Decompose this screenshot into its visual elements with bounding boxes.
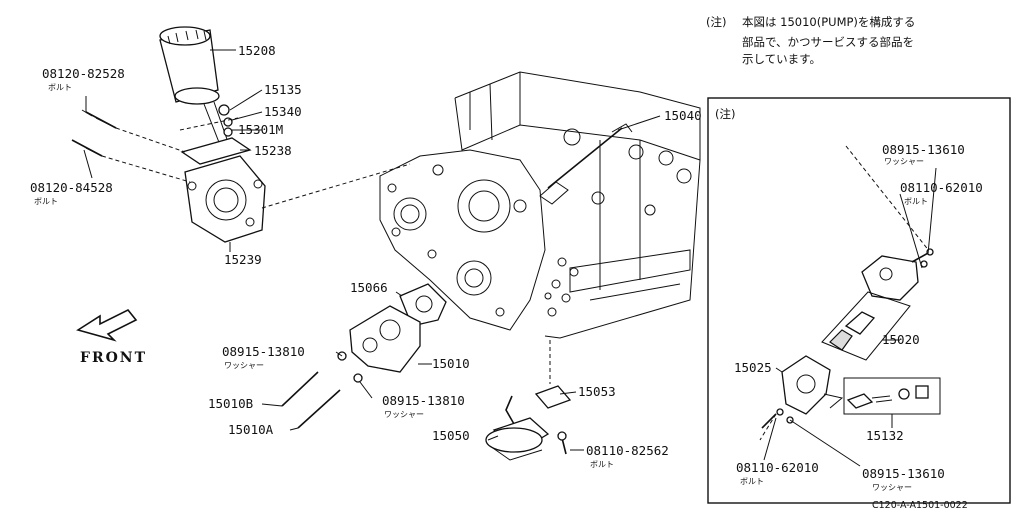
- label-15340: 15340: [264, 104, 302, 119]
- note-line-3: 示しています。: [742, 52, 821, 66]
- label-15010B: 15010B: [208, 396, 253, 411]
- label-08915-13610-a-sub: ワッシャー: [884, 157, 924, 166]
- drive-shaft-drawing: [539, 123, 633, 205]
- label-15301M: 15301M: [238, 122, 283, 137]
- label-08110-62010-b: 08110-62010: [736, 460, 819, 475]
- oil-filter-drawing: [71, 26, 411, 243]
- front-arrow-icon: [76, 308, 138, 342]
- label-08120-84528: 08120-84528: [30, 180, 113, 195]
- label-15066: 15066: [350, 280, 388, 295]
- front-label: FRONT: [80, 350, 147, 366]
- label-08915-13810-a: 08915-13810: [222, 344, 305, 359]
- label-08915-13810-b-sub: ワッシャー: [384, 410, 424, 419]
- label-08110-82562-sub: ボルト: [590, 460, 614, 469]
- label-15132: 15132: [866, 428, 904, 443]
- inset-title: (注): [715, 107, 735, 121]
- label-15053: 15053: [578, 384, 616, 399]
- label-15050: 15050: [432, 428, 470, 443]
- label-08110-62010-a-sub: ボルト: [904, 197, 928, 206]
- inset-pump-exploded-drawing: [759, 145, 941, 441]
- label-08915-13810-b: 08915-13810: [382, 393, 465, 408]
- label-15135: 15135: [264, 82, 302, 97]
- inset-frame: [707, 97, 1011, 504]
- label-15238: 15238: [254, 143, 292, 158]
- label-08120-82528: 08120-82528: [42, 66, 125, 81]
- label-15010A: 15010A: [228, 422, 274, 437]
- label-08120-84528-sub: ボルト: [34, 197, 58, 206]
- label-15239: 15239: [224, 252, 262, 267]
- label-15040: 15040: [664, 108, 702, 123]
- engine-block-drawing: [379, 71, 701, 339]
- label-15020: 15020: [882, 332, 920, 347]
- label-08915-13810-a-sub: ワッシャー: [224, 361, 264, 370]
- note-line-1: 本図は 15010(PUMP)を構成する: [742, 15, 915, 29]
- label-08120-82528-sub: ボルト: [48, 83, 72, 92]
- label-15208: 15208: [238, 43, 276, 58]
- label-08915-13610-b-sub: ワッシャー: [872, 483, 912, 492]
- note-marker: (注): [706, 15, 726, 29]
- label-08110-82562: 08110-82562: [586, 443, 669, 458]
- label-15025: 15025: [734, 360, 772, 375]
- drawing-code: C120-A-A1501-0022: [872, 500, 968, 511]
- label-15010: 15010: [432, 356, 470, 371]
- note-line-2: 部品で、かつサービスする部品を: [742, 35, 914, 49]
- label-08110-62010-a: 08110-62010: [900, 180, 983, 195]
- label-08110-62010-b-sub: ボルト: [740, 477, 764, 486]
- label-08915-13610-b: 08915-13610: [862, 466, 945, 481]
- label-08915-13610-a: 08915-13610: [882, 142, 965, 157]
- leader-lines: [83, 49, 937, 467]
- oil-pump-drawing: [281, 283, 572, 461]
